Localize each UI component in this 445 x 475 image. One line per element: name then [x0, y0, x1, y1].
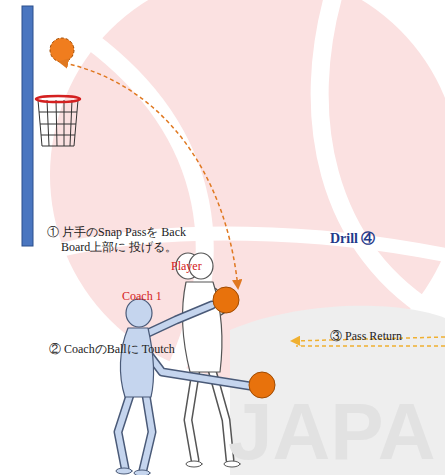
player-label: Player	[171, 259, 202, 274]
hoop-net	[38, 100, 78, 146]
ball-target	[50, 38, 74, 62]
instruction-note: ① 片手のSnap Passを Back Board上部に 投げる。	[47, 225, 201, 255]
instruction-note: ② CoachのBallに Toutch	[49, 342, 181, 357]
coach-label: Coach 1	[122, 289, 162, 304]
watermark: JAPA	[228, 392, 435, 472]
hoop-rim	[36, 96, 80, 102]
instruction-note: ③ Pass Return	[330, 329, 402, 344]
drill-title: Drill ④	[330, 231, 376, 246]
backboard	[22, 6, 33, 246]
ball	[213, 287, 239, 313]
logo-seam	[320, 0, 445, 320]
pass-arrow	[60, 62, 238, 288]
return-arrow	[296, 345, 445, 347]
